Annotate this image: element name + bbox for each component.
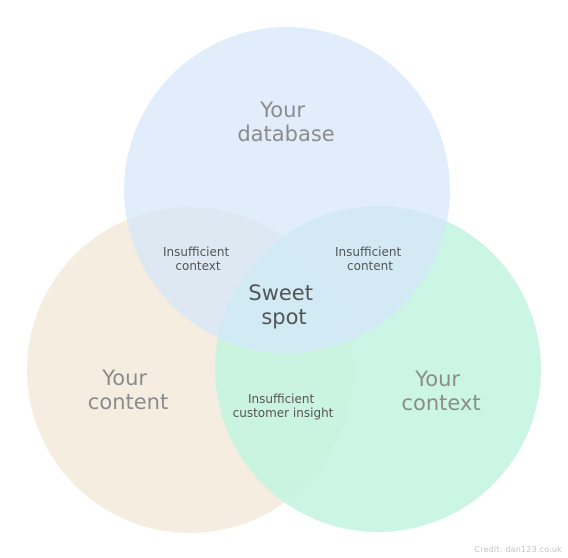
label-insufficient-customer-insight: Insufficient customer insight xyxy=(233,392,334,420)
label-your-database: Your database xyxy=(237,98,334,146)
circle-your-database xyxy=(124,27,450,353)
label-sweet-spot: Sweet spot xyxy=(248,281,319,329)
label-your-content: Your content xyxy=(88,366,168,414)
credit-text: Credit: dan123.co.uk xyxy=(474,545,562,554)
label-your-context: Your context xyxy=(401,367,480,415)
label-insufficient-content: Insufficient content xyxy=(335,245,405,273)
label-insufficient-context: Insufficient context xyxy=(163,245,233,273)
